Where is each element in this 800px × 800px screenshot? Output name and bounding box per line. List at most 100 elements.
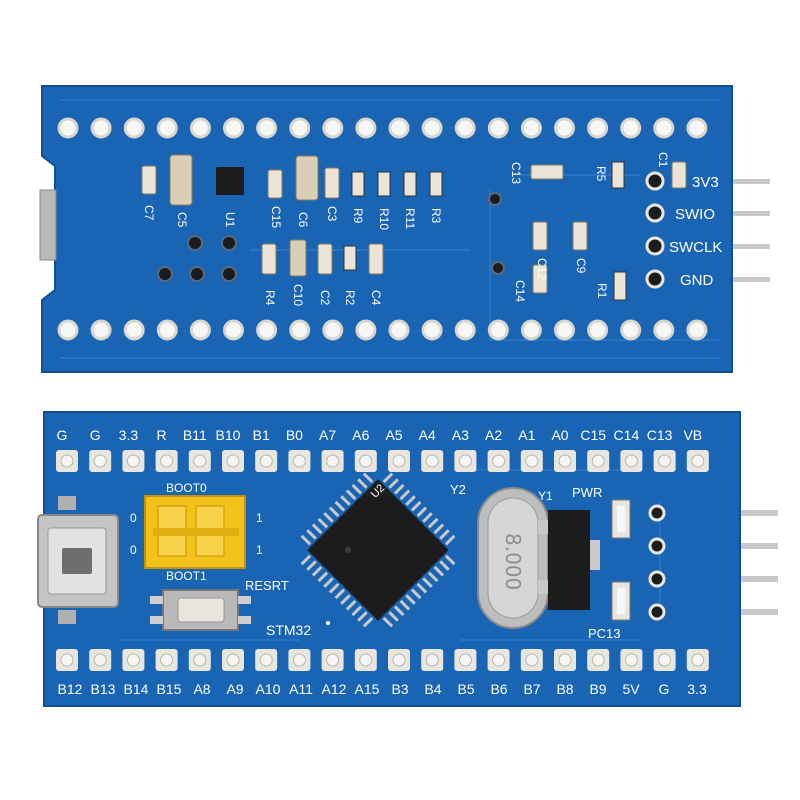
bottom-pin-label: B15 [157,681,182,697]
swd-label-swio: SWIO [675,206,715,223]
front-bottom-pin-pad-hole [425,653,439,667]
mcu-pin [328,582,340,594]
label-c4: C4 [369,290,383,306]
back-bottom-pin-hole [587,319,609,341]
front-top-pin-pad-hole [126,454,140,468]
front-bottom-pin-pad-hole [525,653,539,667]
mcu-pin [334,500,346,512]
reset-label: RESRT [245,578,289,593]
back-top-pin-hole [421,117,443,139]
y2-label: Y2 [450,482,466,497]
front-header-pads [648,504,666,621]
top-pin-label: 3.3 [119,427,139,443]
front-top-pin-pad-hole [425,454,439,468]
mcu-pin [300,534,312,546]
front-top-pin-pad-hole [160,454,174,468]
bottom-pin-label: B7 [523,681,540,697]
bottom-pin-label: G [659,681,670,697]
back-top-pin-hole [123,117,145,139]
back-bottom-pin-hole [156,319,178,341]
boot0-label: BOOT0 [166,481,207,495]
front-top-pin-holes [56,450,709,472]
back-pcb [41,85,733,373]
front-bottom-pin-pad-hole [691,653,705,667]
back-bottom-pin-hole [223,319,244,341]
front-top-pin-pad-hole [93,454,107,468]
mcu-pin [306,560,317,571]
crystal-text: 8.000 [501,533,525,590]
top-pin-label: R [157,427,167,443]
front-bottom-pin-holes [56,649,709,671]
mcu-pin [427,517,439,529]
top-pin-label: A6 [352,427,369,443]
mcu-pin [323,512,334,523]
mcu-pin [427,571,439,583]
label-r3: R3 [429,208,443,224]
bottom-pin-label: B12 [58,681,83,697]
label-c3: C3 [325,206,339,222]
back-bottom-pin-hole [322,319,344,341]
bottom-pin-label: A9 [226,681,243,697]
label-c9: C9 [574,258,588,274]
back-bottom-pin-hole [421,319,443,341]
pwr-label: PWR [572,485,602,500]
front-top-pin-pad-hole [193,454,207,468]
front-top-pin-pad-hole [458,454,472,468]
jumper-zero-bottom: 0 [130,543,137,557]
top-pin-label: B1 [253,427,270,443]
back-bottom-pin-hole [355,319,377,341]
front-top-pin-pad-hole [326,454,340,468]
mcu-pin [345,599,357,611]
mcu-pin [444,554,456,566]
bottom-pin-label: A12 [322,681,347,697]
back-bottom-pin-hole [256,319,278,341]
mcu-pin [422,577,433,588]
mcu-pin [405,594,416,605]
label-c14: C14 [513,280,527,302]
top-pin-label: C13 [647,427,673,443]
back-bottom-pin-hole [454,319,476,341]
mcu-pin [328,506,340,518]
back-bottom-pin-hole [289,319,311,341]
back-top-pin-hole [256,117,278,139]
swd-label-gnd: GND [680,272,714,289]
reset-button [150,589,251,631]
label-c15: C15 [269,206,283,228]
mcu-pin [416,506,428,518]
back-top-pin-hole [57,117,79,139]
mcu-pin [340,594,351,605]
front-top-pin-pad-hole [259,454,273,468]
back-top-pin-hole [653,117,675,139]
back-top-pin-hole [454,117,476,139]
front-bottom-pin-pad-hole [126,653,140,667]
mcu-pin [300,554,312,566]
bottom-pin-label: A15 [355,681,380,697]
top-pin-label: B11 [183,427,207,443]
front-bottom-pin-pad-hole [392,653,406,667]
top-pin-label: B0 [286,427,303,443]
voltage-regulator [538,510,600,610]
front-bottom-pin-pad-hole [93,653,107,667]
label-c10: C10 [291,284,305,306]
bottom-pin-label: B3 [391,681,408,697]
back-smd-components [141,154,687,301]
mcu-pin [334,588,346,600]
top-pin-label: A0 [551,427,568,443]
front-bottom-pin-pad-hole [359,653,373,667]
back-bottom-pin-hole [189,319,211,341]
label-c2: C2 [318,290,332,306]
back-bottom-pin-hole [520,319,542,341]
front-bottom-pin-pad-hole [591,653,605,667]
front-bottom-pin-pad-hole [193,653,207,667]
top-pin-label: G [57,427,68,443]
mcu-pin [433,565,445,577]
back-bottom-pin-holes [57,319,708,341]
mcu-pin [345,489,357,501]
mcu-pin [323,577,334,588]
mcu-pin [357,478,368,489]
back-top-pin-hole [520,117,542,139]
back-top-pin-hole [388,117,410,139]
back-bottom-pin-hole [388,319,410,341]
mcu-pin [393,605,405,617]
